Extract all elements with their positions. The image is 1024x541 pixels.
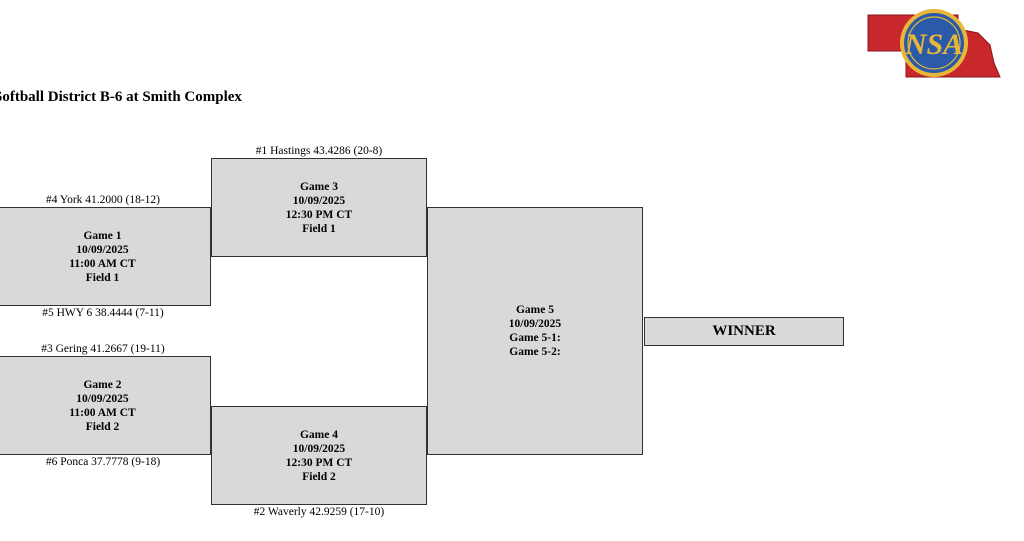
game-5-name: Game 5	[515, 304, 554, 316]
game-1-name: Game 1	[83, 229, 122, 242]
game-4-name: Game 4	[299, 429, 338, 441]
game-5-1-line: Game 5-1:	[509, 332, 561, 344]
team-label-hwy6: #5 HWY 6 38.4444 (7-11)	[42, 307, 164, 319]
game-1-box: Game 1 10/09/2025 11:00 AM CT Field 1	[0, 207, 211, 306]
game-2-time: 11:00 AM CT	[69, 406, 136, 419]
team-label-waverly: #2 Waverly 42.9259 (17-10)	[253, 506, 385, 518]
game-4-date: 10/09/2025	[292, 443, 346, 455]
nsaa-logo: NSA	[867, 9, 1001, 78]
game-2-name: Game 2	[83, 378, 122, 391]
seal-ring	[907, 16, 961, 70]
winner-box: WINNER	[644, 317, 844, 346]
game-3-name: Game 3	[299, 181, 338, 193]
game-4-time: 12:30 PM CT	[285, 457, 353, 469]
game-2-date: 10/09/2025	[76, 392, 129, 405]
game-4-field: Field 2	[302, 471, 336, 483]
game-2-field: Field 2	[85, 420, 120, 433]
seal-letters: NSA	[904, 28, 963, 61]
game-3-box: Game 3 10/09/2025 12:30 PM CT Field 1	[211, 158, 427, 257]
team-label-york: #4 York 41.2000 (18-12)	[45, 194, 161, 206]
game-4-box: Game 4 10/09/2025 12:30 PM CT Field 2	[211, 406, 427, 505]
page-title: Softball District B-6 at Smith Complex	[0, 89, 242, 105]
game-2-box: Game 2 10/09/2025 11:00 AM CT Field 2	[0, 356, 211, 455]
seal-inner	[904, 13, 964, 73]
team-label-gering: #3 Gering 41.2667 (19-11)	[41, 343, 165, 355]
game-1-time: 11:00 AM CT	[69, 257, 136, 270]
game-1-date: 10/09/2025	[76, 243, 129, 256]
game-3-time: 12:30 PM CT	[285, 209, 353, 221]
team-label-ponca: #6 Ponca 37.7778 (9-18)	[45, 456, 161, 468]
game-5-box: Game 5 10/09/2025 Game 5-1: Game 5-2:	[427, 207, 643, 455]
game-5-2-line: Game 5-2:	[509, 346, 561, 358]
game-3-field: Field 1	[302, 223, 336, 235]
game-5-date: 10/09/2025	[508, 318, 562, 330]
team-label-hastings: #1 Hastings 43.4286 (20-8)	[255, 145, 383, 157]
game-3-date: 10/09/2025	[292, 195, 346, 207]
game-1-field: Field 1	[85, 271, 120, 284]
